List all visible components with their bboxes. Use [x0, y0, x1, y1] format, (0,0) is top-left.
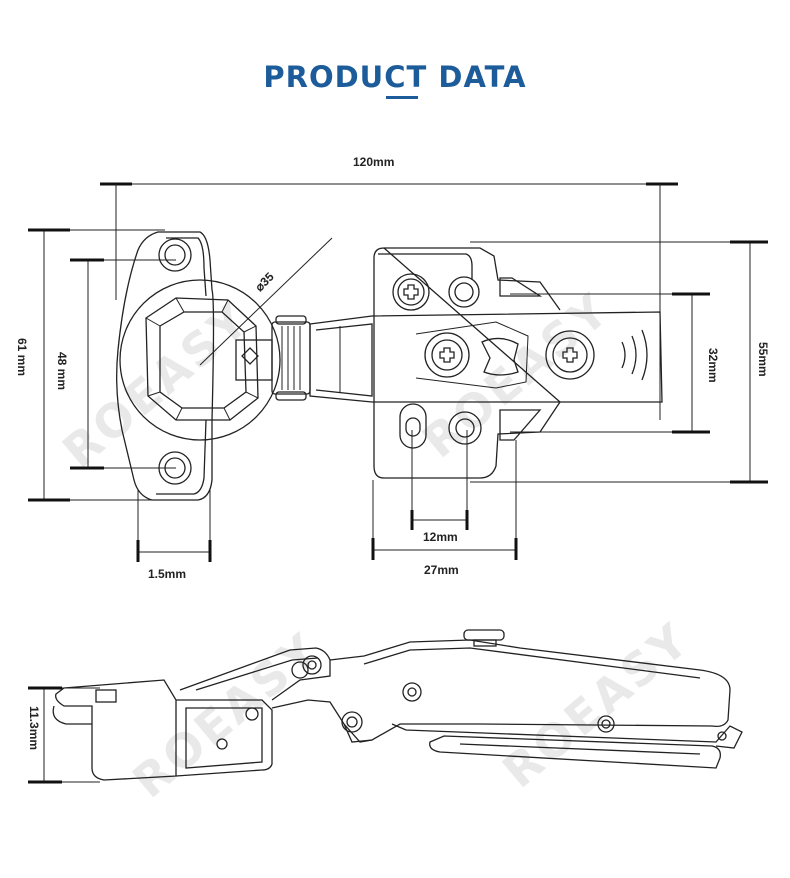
hole-right: [448, 411, 482, 445]
hinge-knuckle: [271, 321, 311, 395]
watermark-1: ROEASY: [52, 292, 260, 479]
dim-mount-hole-spacing: 12mm: [423, 530, 458, 544]
mounting-plate: [373, 247, 561, 479]
dim-mount-plate-width: 27mm: [424, 563, 459, 577]
title-underline: [386, 96, 418, 99]
screw-arm-right: [545, 330, 595, 380]
side-view-dimensions: 11.3mm: [27, 686, 100, 784]
dim-hole-spacing: 48 mm: [55, 352, 69, 390]
side-base-plate: [429, 735, 721, 769]
dim-overall-length: 120mm: [353, 155, 394, 169]
screw-top-left: [392, 273, 430, 311]
side-adjust-screw: [463, 629, 505, 641]
side-view-hinge: [52, 629, 743, 781]
top-view-dimensions: 120mm 61 mm 48 mm 1.5mm ⌀35 32mm: [15, 155, 770, 581]
cup-screw-hole-top: [158, 238, 192, 272]
dim-cup-depth: 11.3mm: [27, 706, 41, 750]
dim-cup-offset: 1.5mm: [148, 567, 186, 581]
side-cup: [55, 679, 177, 781]
dim-plate-height: 61 mm: [15, 338, 29, 376]
top-view-hinge: [116, 231, 663, 501]
hinge-arm: [309, 311, 663, 403]
dim-arm-height: 55mm: [756, 342, 770, 377]
dim-arm-slot-spacing: 32mm: [706, 348, 720, 383]
screw-arm-left: [424, 332, 470, 378]
cup-screw-hole-bottom: [158, 451, 192, 485]
page-title: PRODUCT DATA: [263, 60, 527, 94]
watermarks: ROEASY ROEASY ROEASY ROEASY: [52, 282, 700, 809]
watermark-4: ROEASY: [492, 612, 700, 799]
hinge-cup: [119, 279, 281, 441]
cup-plate-outline: [116, 231, 215, 501]
side-arm: [329, 639, 731, 743]
dim-cup-diameter: ⌀35: [252, 269, 277, 294]
slot-hole-left: [399, 403, 427, 449]
